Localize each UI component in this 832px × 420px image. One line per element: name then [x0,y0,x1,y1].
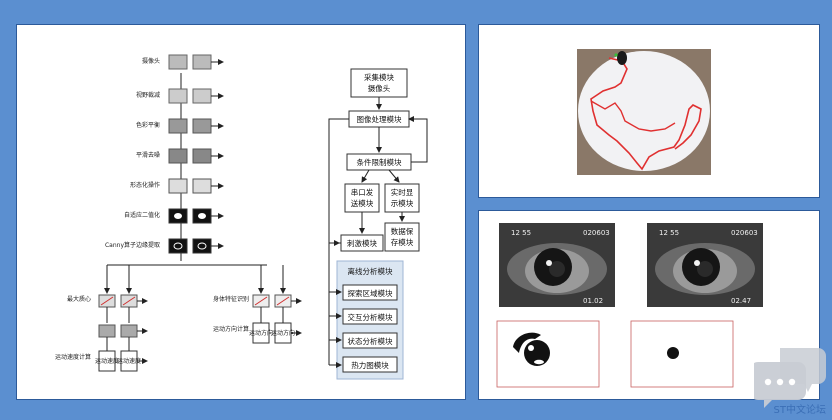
offline-item-explore [342,284,398,301]
svg-text:自适应二值化: 自适应二值化 [124,211,160,219]
mouse-subject [617,51,627,65]
svg-text:串口发: 串口发 [351,187,374,197]
svg-text:运动方向: 运动方向 [271,329,295,337]
svg-text:条件限制模块: 条件限制模块 [357,157,402,167]
svg-text:020603: 020603 [583,229,610,237]
save-module-box [384,222,420,252]
svg-text:运动速度: 运动速度 [95,357,119,365]
eye-frame-2: 12 55 020603 02.47 [647,223,763,307]
svg-text:最大质心: 最大质心 [67,295,91,303]
trajectory-panel [478,24,820,198]
pipeline-step-camera: 摄像头 [142,54,224,70]
svg-text:身体特征识别: 身体特征识别 [213,295,249,303]
eye-frame-1: 12 55 020603 01.02 [499,223,615,307]
svg-text:平滑去噪: 平滑去噪 [136,151,160,159]
pipeline-step-canny: Canny算子边缘提取 [105,238,224,254]
pipeline-step-morphology: 形态化操作 [130,178,224,194]
flow-diagram: 摄像头 视野裁减 色彩平衡 平滑去噪 形态化操作 自适应二值化 Canny算子边 [55,54,428,380]
trajectory-image [577,49,711,175]
capture-module-box [350,68,408,98]
svg-text:送模块: 送模块 [351,198,374,208]
display-module-box [384,183,420,213]
pipeline-step-smooth: 平滑去噪 [136,148,224,164]
svg-text:12 55: 12 55 [659,229,679,237]
pipeline-step-color-balance: 色彩平衡 [136,118,224,134]
svg-text:图像处理模块: 图像处理模块 [357,114,402,124]
svg-text:交互分析模块: 交互分析模块 [348,312,393,322]
svg-text:02.47: 02.47 [731,297,751,305]
watermark-logo-icon [754,348,826,408]
svg-text:色彩平衡: 色彩平衡 [136,121,160,129]
svg-text:运动速度: 运动速度 [117,357,141,365]
flow-diagram-panel: 摄像头 视野裁减 色彩平衡 平滑去噪 形态化操作 自适应二值化 Canny算子边 [16,24,466,400]
offline-item-heatmap [342,356,398,373]
eye-tracking-panel: 12 55 020603 01.02 12 55 020603 02.47 [478,210,820,400]
svg-text:热力图模块: 热力图模块 [351,360,389,370]
svg-text:存模块: 存模块 [391,237,414,247]
branch-left: 最大质心 运动速度计算 运动速度 运动速度 [55,294,148,372]
svg-text:采集模块: 采集模块 [364,72,394,82]
pipeline-step-crop: 视野裁减 [136,88,224,104]
svg-text:刺激模块: 刺激模块 [347,238,377,248]
eye-frames: 12 55 020603 01.02 12 55 020603 02.47 [496,223,763,388]
svg-text:视野裁减: 视野裁减 [136,91,160,99]
svg-text:实时显: 实时显 [391,187,414,197]
binary-mask-1 [496,320,600,388]
svg-text:12 55: 12 55 [511,229,531,237]
svg-text:运动方向计算: 运动方向计算 [213,325,249,333]
offline-item-interaction [342,308,398,325]
svg-text:01.02: 01.02 [583,297,603,305]
binary-mask-2 [630,320,734,388]
svg-text:离线分析模块: 离线分析模块 [348,266,393,276]
svg-text:Canny算子边缘提取: Canny算子边缘提取 [105,241,160,249]
pipeline-step-binarize: 自适应二值化 [124,208,224,224]
offline-item-state [342,332,398,349]
svg-text:运动速度计算: 运动速度计算 [55,353,91,361]
watermark-text: ST中文论坛 [773,405,826,416]
svg-text:状态分析模块: 状态分析模块 [348,336,393,346]
serial-module-box [344,183,380,213]
svg-text:数据保: 数据保 [391,226,414,236]
svg-text:探索区域模块: 探索区域模块 [348,288,393,298]
module-flowchart: 采集模块 摄像头 图像处理模块 条件限制模块 串口发 送模块 实时显 示模块 刺… [328,68,428,380]
svg-text:020603: 020603 [731,229,758,237]
branch-right: 身体特征识别 运动方向计算 运动方向 运动方向 [213,294,302,344]
svg-text:形态化操作: 形态化操作 [130,181,160,189]
svg-text:摄像头: 摄像头 [142,57,160,65]
svg-text:摄像头: 摄像头 [368,83,391,93]
svg-text:运动方向: 运动方向 [249,329,273,337]
svg-text:示模块: 示模块 [391,198,414,208]
